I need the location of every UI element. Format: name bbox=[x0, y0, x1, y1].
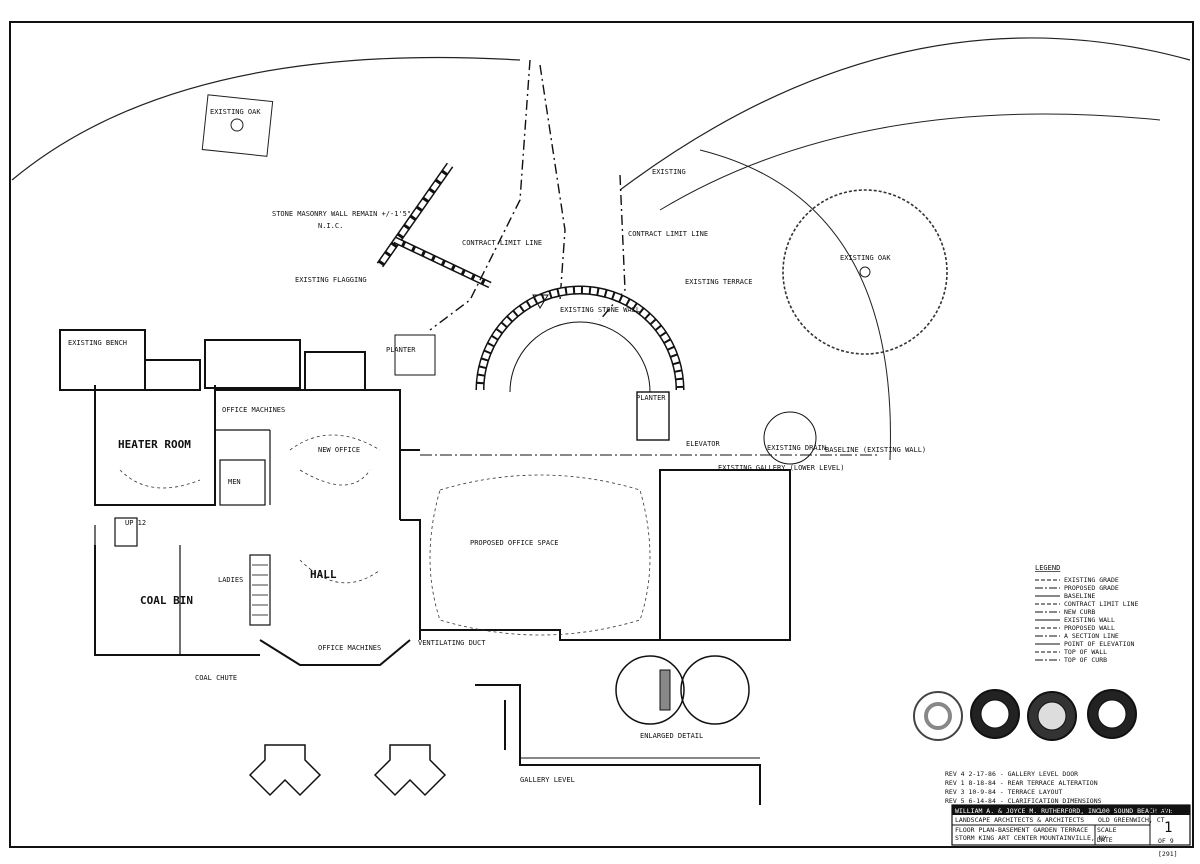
contract-limit-line-right bbox=[599, 174, 626, 321]
revision-3: REV 3 10-9-84 - TERRACE LAYOUT bbox=[945, 788, 1062, 796]
up-12-label: UP 12 bbox=[125, 519, 146, 527]
drawing-title: FLOOR PLAN-BASEMENT GARDEN TERRACE bbox=[955, 826, 1088, 834]
revision-1: REV 4 2-17-86 - GALLERY LEVEL DOOR bbox=[945, 770, 1078, 778]
existing-oak-top-label: EXISTING OAK bbox=[210, 108, 261, 116]
planter-shape-left bbox=[248, 744, 322, 797]
project-name: STORM KING ART CENTER bbox=[955, 834, 1037, 842]
legend-item: PROPOSED WALL bbox=[1064, 624, 1115, 632]
existing-gallery-label: EXISTING GALLERY (LOWER LEVEL) bbox=[718, 464, 844, 472]
interior-partitions bbox=[94, 429, 271, 655]
ventilating-duct-label: VENTILATING DUCT bbox=[418, 639, 486, 647]
contract-limit-line-center bbox=[539, 64, 566, 301]
date-label: DATE bbox=[1097, 836, 1113, 844]
seals bbox=[913, 689, 1137, 741]
existing-oak-box bbox=[201, 94, 274, 157]
legend-title: LEGEND bbox=[1035, 564, 1060, 572]
legend-item: POINT OF ELEVATION bbox=[1064, 640, 1135, 648]
coal-bin-label: COAL BIN bbox=[140, 594, 193, 607]
seal-state-ny bbox=[913, 691, 963, 741]
enlarged-detail-label: ENLARGED DETAIL bbox=[640, 732, 703, 740]
planter-right-label: PLANTER bbox=[636, 394, 666, 402]
legend-item: A SECTION LINE bbox=[1064, 632, 1119, 640]
existing-oak-right-icon bbox=[859, 266, 871, 278]
stair bbox=[252, 564, 268, 616]
lighting-circuits bbox=[119, 434, 651, 636]
grade-arc-right-inner bbox=[659, 113, 1161, 211]
legend-item: TOP OF WALL bbox=[1064, 648, 1107, 656]
planter-shape-right bbox=[373, 744, 447, 797]
contract-limit-line-left bbox=[429, 59, 531, 331]
firm-address2: OLD GREENWICH, CT bbox=[1098, 816, 1165, 824]
planter-right-box bbox=[636, 391, 670, 441]
legend-item: NEW CURB bbox=[1064, 608, 1095, 616]
legend-item: BASELINE bbox=[1064, 592, 1095, 600]
new-office-label: NEW OFFICE bbox=[318, 446, 360, 454]
legend-item: CONTRACT LIMIT LINE bbox=[1064, 600, 1138, 608]
existing-label: EXISTING bbox=[652, 168, 686, 176]
legend-item: TOP OF CURB bbox=[1064, 656, 1107, 664]
sheet-of: OF 9 bbox=[1158, 837, 1174, 845]
existing-oak-canopy bbox=[782, 189, 948, 355]
title-block: WILLIAM A. & JOYCE M. RUTHERFORD, INC. 1… bbox=[951, 804, 1191, 846]
existing-flagging-label: EXISTING FLAGGING bbox=[295, 276, 367, 284]
firm-line1: WILLIAM A. & JOYCE M. RUTHERFORD, INC. bbox=[955, 807, 1104, 815]
terrace-curved-wall bbox=[475, 285, 685, 391]
proposed-office-space-label: PROPOSED OFFICE SPACE bbox=[470, 539, 559, 547]
stone-masonry-wall bbox=[376, 162, 492, 289]
grade-arc-left bbox=[11, 56, 521, 181]
existing-drain-label: EXISTING DRAIN bbox=[767, 444, 826, 452]
revision-2: REV 1 8-18-84 - REAR TERRACE ALTERATION bbox=[945, 779, 1098, 787]
existing-bench-label: EXISTING BENCH bbox=[68, 339, 127, 347]
office-machines-bottom-label: OFFICE MACHINES bbox=[318, 644, 381, 652]
gallery-level-label: GALLERY LEVEL bbox=[520, 776, 575, 784]
legend-item: EXISTING GRADE bbox=[1064, 576, 1119, 584]
men-label: MEN bbox=[228, 478, 241, 486]
heater-room-label: HEATER ROOM bbox=[118, 438, 191, 451]
enlarged-detail-circle-left bbox=[615, 655, 685, 725]
firm-address1: 100 SOUND BEACH AVE bbox=[1098, 807, 1172, 815]
enlarged-detail-circle-right bbox=[680, 655, 750, 725]
revision-4: REV 5 6-14-84 - CLARIFICATION DIMENSIONS bbox=[945, 797, 1102, 805]
terrace-curve bbox=[699, 149, 891, 461]
planter-left-box bbox=[394, 334, 436, 376]
terrace-inner-arc bbox=[509, 321, 651, 393]
ladies-label: LADIES bbox=[218, 576, 243, 584]
existing-drain-circle bbox=[763, 411, 817, 465]
coal-chute-label: COAL CHUTE bbox=[195, 674, 237, 682]
revision-list: REV 4 2-17-86 - GALLERY LEVEL DOOR REV 1… bbox=[945, 770, 1102, 805]
nic-label: N.I.C. bbox=[318, 222, 343, 230]
hall-label: HALL bbox=[310, 568, 337, 581]
enlarged-detail-hatch bbox=[659, 669, 671, 711]
drawing-stamp-number: [291] bbox=[1158, 850, 1178, 858]
sheet-label: SHEET NO bbox=[1153, 807, 1184, 815]
project-location: MOUNTAINVILLE, NY bbox=[1040, 834, 1107, 842]
terrace-curved-wall-inner bbox=[477, 287, 683, 391]
existing-terrace-label: EXISTING TERRACE bbox=[685, 278, 752, 286]
sheet-number: 1 bbox=[1164, 820, 1172, 836]
stone-wall-label: STONE MASONRY WALL REMAIN +/-1'5" bbox=[272, 210, 411, 218]
existing-oak-right-label: EXISTING OAK bbox=[840, 254, 891, 262]
planter-left-label: PLANTER bbox=[386, 346, 416, 354]
contract-limit-left-label: CONTRACT LIMIT LINE bbox=[462, 239, 542, 247]
office-machines-top-label: OFFICE MACHINES bbox=[222, 406, 285, 414]
gallery-level-section bbox=[475, 684, 761, 805]
building-walls bbox=[59, 329, 791, 666]
contract-limit-right-label: CONTRACT LIMIT LINE bbox=[628, 230, 708, 238]
grade-arc-right bbox=[619, 37, 1191, 191]
existing-oak-tree-icon bbox=[230, 118, 244, 132]
existing-stone-wall-label: EXISTING STONE WALL bbox=[560, 306, 640, 314]
sheet-border bbox=[9, 21, 1194, 848]
elevator-label: ELEVATOR bbox=[686, 440, 721, 448]
baseline-label: BASELINE (EXISTING WALL) bbox=[825, 446, 926, 454]
section-marker-top bbox=[532, 294, 549, 310]
firm-line2: LANDSCAPE ARCHITECTS & ARCHITECTS bbox=[955, 816, 1084, 824]
legend-item: EXISTING WALL bbox=[1064, 616, 1115, 624]
legend-item: PROPOSED GRADE bbox=[1064, 584, 1119, 592]
scale-label: SCALE bbox=[1097, 826, 1117, 834]
